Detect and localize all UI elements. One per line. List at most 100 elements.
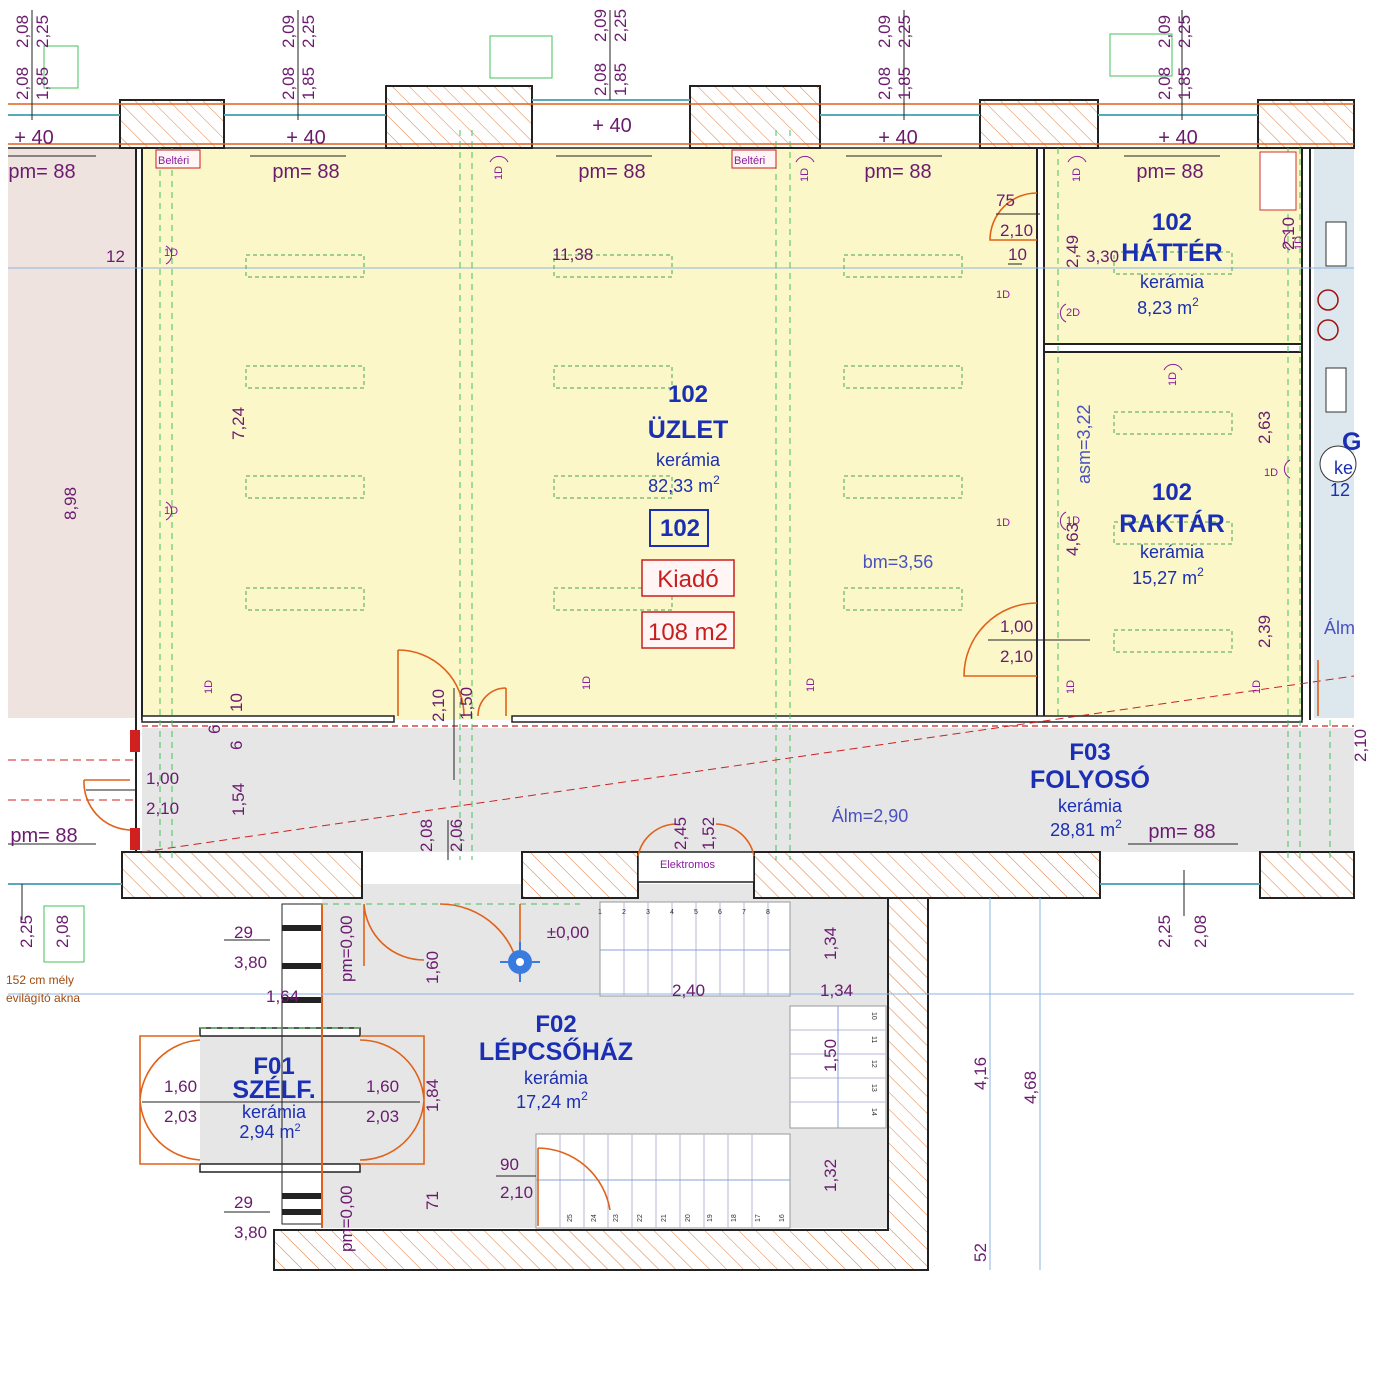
svg-text:1D: 1D — [805, 678, 817, 692]
right-equipment — [1259, 151, 1357, 483]
svg-text:14: 14 — [870, 1108, 877, 1116]
svg-text:1D: 1D — [1071, 168, 1083, 182]
svg-text:8,98: 8,98 — [61, 487, 80, 520]
room-fill-uzlet — [142, 148, 1037, 720]
svg-text:6: 6 — [227, 741, 246, 750]
svg-text:HÁTTÉR: HÁTTÉR — [1121, 238, 1222, 267]
svg-text:2,06: 2,06 — [447, 819, 466, 852]
svg-text:1,50: 1,50 — [821, 1039, 840, 1072]
svg-text:2,25: 2,25 — [299, 15, 318, 48]
svg-text:1,85: 1,85 — [895, 67, 914, 100]
svg-text:16: 16 — [779, 1214, 786, 1222]
status-box — [641, 559, 735, 597]
svg-text:1,60: 1,60 — [164, 1077, 197, 1096]
reference-lines — [8, 130, 1355, 1270]
top-wall — [8, 85, 1355, 149]
svg-text:ke: ke — [1334, 458, 1353, 478]
svg-text:4: 4 — [670, 909, 674, 916]
svg-text:1,60: 1,60 — [423, 951, 442, 984]
svg-text:10: 10 — [1008, 245, 1027, 264]
svg-text:2,08: 2,08 — [279, 67, 298, 100]
svg-text:5: 5 — [694, 909, 698, 916]
svg-text:kerámia: kerámia — [242, 1102, 307, 1122]
svg-text:2,03: 2,03 — [164, 1107, 197, 1126]
svg-text:22: 22 — [637, 1214, 644, 1222]
svg-text:102: 102 — [1152, 209, 1192, 236]
door-tags — [165, 155, 1291, 531]
svg-text:75: 75 — [996, 191, 1015, 210]
svg-text:pm= 88: pm= 88 — [578, 161, 645, 183]
svg-text:1,50: 1,50 — [457, 687, 476, 720]
svg-text:1D: 1D — [581, 676, 593, 690]
svg-text:4,63: 4,63 — [1063, 523, 1082, 556]
svg-text:1D: 1D — [1251, 680, 1263, 694]
svg-text:8: 8 — [766, 909, 770, 916]
svg-text:2,45: 2,45 — [671, 817, 690, 850]
svg-text:12: 12 — [870, 1060, 877, 1068]
svg-text:2,10: 2,10 — [1279, 217, 1298, 250]
svg-text:6: 6 — [205, 725, 224, 734]
svg-text:1,85: 1,85 — [33, 67, 52, 100]
svg-text:RAKTÁR: RAKTÁR — [1119, 509, 1225, 538]
svg-text:2,08: 2,08 — [1155, 67, 1174, 100]
svg-text:+ 40: + 40 — [592, 115, 631, 137]
svg-text:152 cm mély: 152 cm mély — [6, 973, 74, 987]
svg-text:1,34: 1,34 — [821, 927, 840, 960]
svg-text:2,08: 2,08 — [1191, 915, 1210, 948]
svg-text:11,38: 11,38 — [552, 245, 593, 264]
svg-text:1: 1 — [598, 909, 602, 916]
svg-text:2,10: 2,10 — [500, 1183, 533, 1202]
svg-text:1D: 1D — [164, 247, 178, 259]
svg-text:52: 52 — [971, 1243, 990, 1262]
svg-text:2,25: 2,25 — [1175, 15, 1194, 48]
svg-text:18: 18 — [731, 1214, 738, 1222]
svg-text:1D: 1D — [1066, 515, 1080, 527]
room-number: 102 — [668, 381, 708, 408]
svg-text:4,68: 4,68 — [1021, 1071, 1040, 1104]
svg-text:Beltéri: Beltéri — [158, 155, 189, 167]
svg-text:10: 10 — [870, 1012, 877, 1020]
svg-text:evilágító akna: evilágító akna — [6, 991, 80, 1005]
svg-text:1D: 1D — [1293, 236, 1305, 250]
room-fill-folyoso — [142, 728, 1354, 852]
svg-text:29: 29 — [234, 923, 253, 942]
svg-text:28,81 m2: 28,81 m2 — [1050, 817, 1122, 840]
svg-text:23: 23 — [613, 1214, 620, 1222]
svg-text:2,10: 2,10 — [1000, 221, 1033, 240]
inner-walls — [130, 148, 1354, 852]
svg-text:+ 40: + 40 — [878, 127, 917, 149]
svg-text:1D: 1D — [164, 505, 178, 517]
svg-text:F02: F02 — [535, 1011, 576, 1038]
stair-treads — [536, 902, 886, 1228]
svg-text:20: 20 — [685, 1214, 692, 1222]
szelfogo-walls — [199, 903, 361, 1228]
svg-text:2,08: 2,08 — [53, 915, 72, 948]
svg-text:±0,00: ±0,00 — [547, 923, 589, 942]
svg-text:2,09: 2,09 — [1155, 15, 1174, 48]
svg-text:2,10: 2,10 — [1351, 729, 1370, 762]
svg-text:1,85: 1,85 — [611, 63, 630, 96]
svg-text:Álm: Álm — [1324, 618, 1355, 638]
svg-text:8,23 m2: 8,23 m2 — [1137, 295, 1199, 318]
room-fill-raktar — [1044, 352, 1302, 720]
svg-text:25: 25 — [567, 1214, 574, 1222]
belteri-box-2 — [731, 149, 777, 169]
svg-text:pm=0,00: pm=0,00 — [337, 915, 356, 982]
svg-text:1D: 1D — [493, 166, 505, 180]
dimension-labels: 12 11,38 7,24 8,98 75 2,10 10 2,49 3,30 … — [61, 191, 1370, 1262]
room-label-uzlet: 102 ÜZLET kerámia 82,33 m2 102 Kiadó 108… — [648, 381, 934, 646]
svg-text:2,03: 2,03 — [366, 1107, 399, 1126]
room-number-box — [649, 509, 709, 547]
room-number-boxed: 102 — [660, 515, 700, 542]
svg-text:11: 11 — [870, 1036, 877, 1043]
room-fill-right-strip — [1314, 728, 1354, 852]
svg-text:29: 29 — [234, 1193, 253, 1212]
svg-text:3: 3 — [646, 909, 650, 916]
svg-text:2,08: 2,08 — [591, 63, 610, 96]
svg-text:90: 90 — [500, 1155, 519, 1174]
outlet-icon-1 — [1317, 289, 1339, 311]
svg-text:2,10: 2,10 — [146, 799, 179, 818]
svg-text:1,54: 1,54 — [229, 783, 248, 816]
svg-text:1,00: 1,00 — [146, 769, 179, 788]
